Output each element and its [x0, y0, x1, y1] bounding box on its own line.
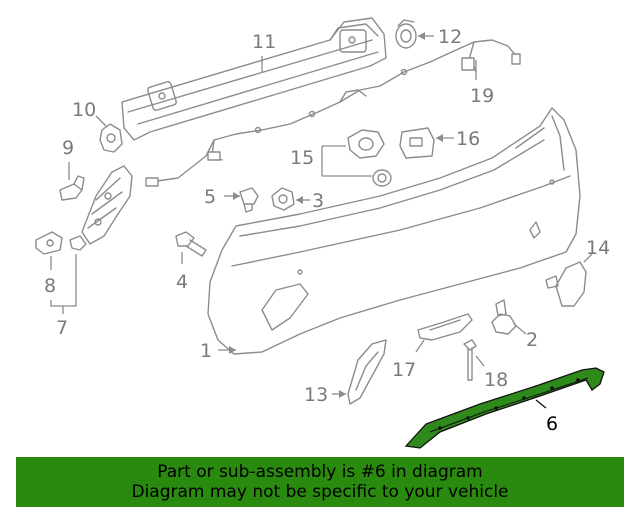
callout-11[interactable]: 11 — [252, 31, 276, 53]
arrow-16 — [436, 134, 443, 142]
part-1-bumper-cover[interactable] — [207, 107, 581, 355]
leader-6 — [535, 399, 547, 409]
part-13-reflector[interactable] — [347, 339, 387, 405]
arrow-1 — [229, 346, 236, 354]
part-3-nut[interactable] — [271, 187, 295, 211]
callout-19[interactable]: 19 — [470, 85, 494, 107]
info-banner: Part or sub-assembly is #6 in diagram Di… — [16, 457, 624, 507]
callout-9[interactable]: 9 — [62, 137, 74, 159]
part-6-lower-valance[interactable] — [404, 367, 605, 449]
part-19-wiring-harness[interactable] — [145, 39, 521, 187]
part-12-grommet[interactable] — [395, 19, 417, 49]
leader-18 — [475, 355, 485, 367]
leader-14 — [583, 253, 593, 263]
part-18-screw[interactable] — [463, 339, 477, 381]
callout-17[interactable]: 17 — [392, 359, 416, 381]
part-7-side-bracket[interactable] — [81, 165, 133, 245]
callout-6[interactable]: 6 — [546, 413, 558, 435]
leader-10 — [95, 115, 107, 127]
callout-16[interactable]: 16 — [456, 128, 480, 150]
part-15-sensor[interactable] — [347, 129, 392, 187]
leader-17 — [415, 339, 425, 353]
callout-10[interactable]: 10 — [72, 99, 96, 121]
part-5-clip[interactable] — [239, 187, 259, 213]
arrow-12 — [418, 32, 425, 40]
banner-line-1: Part or sub-assembly is #6 in diagram — [157, 462, 483, 482]
callout-2[interactable]: 2 — [526, 329, 538, 351]
callout-7[interactable]: 7 — [56, 317, 68, 339]
part-11-impact-bar[interactable] — [121, 17, 387, 141]
part-9-pin-clip[interactable] — [59, 175, 85, 201]
arrow-13 — [339, 390, 346, 398]
leader-15 — [321, 145, 372, 177]
callout-1[interactable]: 1 — [200, 340, 212, 362]
callout-5[interactable]: 5 — [204, 186, 216, 208]
callout-8[interactable]: 8 — [44, 275, 56, 297]
arrow-5 — [233, 192, 240, 200]
banner-line-2: Diagram may not be specific to your vehi… — [131, 482, 509, 502]
callout-15[interactable]: 15 — [290, 147, 314, 169]
part-10-push-clip[interactable] — [99, 123, 123, 153]
callout-4[interactable]: 4 — [176, 271, 188, 293]
callout-3[interactable]: 3 — [312, 190, 324, 212]
part-16-sensor-bracket[interactable] — [399, 127, 435, 159]
callout-14[interactable]: 14 — [586, 237, 610, 259]
part-14-tow-cover[interactable] — [545, 261, 587, 307]
part-4-bolt[interactable] — [175, 231, 207, 257]
part-8-clip[interactable] — [35, 231, 87, 255]
arrow-3 — [296, 196, 303, 204]
part-17-bracket[interactable] — [417, 313, 473, 341]
callout-13[interactable]: 13 — [304, 384, 328, 406]
callout-12[interactable]: 12 — [438, 26, 462, 48]
callout-18[interactable]: 18 — [484, 369, 508, 391]
leader-2 — [513, 323, 527, 335]
part-2-retainer[interactable] — [491, 299, 517, 335]
